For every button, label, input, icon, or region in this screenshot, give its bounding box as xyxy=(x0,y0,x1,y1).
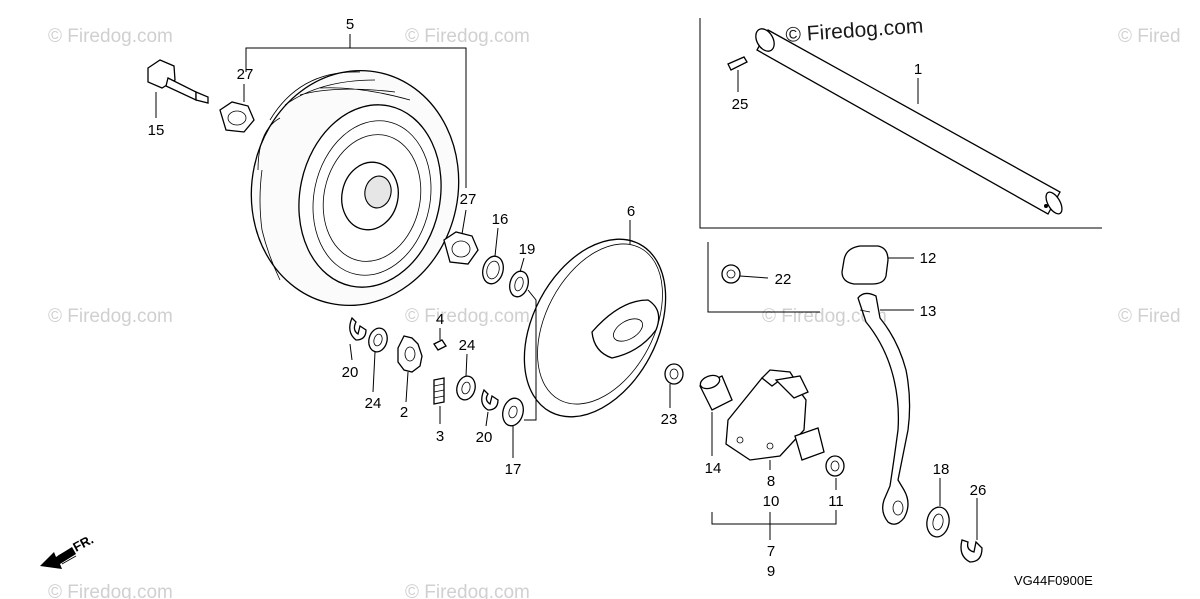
part-washer-right xyxy=(456,375,476,401)
part-bushing-22 xyxy=(721,264,741,284)
callout-8: 8 xyxy=(767,473,775,490)
leader-lines xyxy=(155,34,978,540)
front-direction-arrow: FR. xyxy=(40,532,96,569)
part-nut-upper xyxy=(219,101,255,133)
watermark: © Firedog.com xyxy=(405,582,530,599)
part-bolt xyxy=(147,59,209,104)
callout-2: 2 xyxy=(400,404,408,421)
watermark: © Fired xyxy=(1118,306,1181,327)
watermark: © Fired xyxy=(1118,26,1181,47)
part-gear xyxy=(397,335,423,373)
watermark-layer: © Firedog.com © Firedog.com © Firedog.co… xyxy=(48,26,1181,599)
part-bushing-23 xyxy=(664,363,684,385)
callout-4: 4 xyxy=(436,311,444,328)
part-pad xyxy=(841,245,889,285)
callout-3: 3 xyxy=(436,428,444,445)
callout-14: 14 xyxy=(705,460,722,477)
callout-19: 19 xyxy=(519,241,536,258)
callout-7: 7 xyxy=(767,543,775,560)
callout-24-right: 24 xyxy=(459,337,476,354)
callout-6: 6 xyxy=(627,203,635,220)
watermark: © Firedog.com xyxy=(48,306,173,327)
callout-9: 9 xyxy=(767,563,775,580)
callout-20-left: 20 xyxy=(342,364,359,381)
part-wheel xyxy=(250,69,460,307)
callout-labels: 5 27 15 27 16 19 6 1 25 12 22 13 4 24 20… xyxy=(148,16,987,580)
part-washer-18 xyxy=(926,506,950,538)
callout-11: 11 xyxy=(828,493,844,510)
callout-23: 23 xyxy=(661,411,678,428)
watermark: © Firedog.com xyxy=(48,582,173,599)
inset-frame-small xyxy=(707,242,820,313)
part-cover xyxy=(523,238,667,418)
part-bracket xyxy=(725,369,825,461)
callout-15: 15 xyxy=(148,122,165,139)
callout-10: 10 xyxy=(763,493,780,510)
part-spring xyxy=(433,377,445,405)
callout-1: 1 xyxy=(914,61,922,78)
part-washer-left xyxy=(368,327,388,353)
callout-17: 17 xyxy=(505,461,522,478)
callout-20-right: 20 xyxy=(476,429,493,446)
part-lever-arm xyxy=(857,292,911,525)
part-circlip-left xyxy=(349,316,367,341)
callout-24-left: 24 xyxy=(365,395,382,412)
inset-frame xyxy=(699,18,1102,229)
part-bushing-11 xyxy=(825,455,845,477)
part-circlip-right xyxy=(481,388,499,411)
callout-12: 12 xyxy=(920,250,937,267)
callout-27-upper: 27 xyxy=(237,66,254,83)
callout-13: 13 xyxy=(920,303,937,320)
part-circlip-26 xyxy=(960,539,983,563)
diagram-code: VG44F0900E xyxy=(1014,573,1093,588)
part-nut-lower xyxy=(443,231,479,265)
watermark: © Firedog.com xyxy=(762,306,887,327)
callout-26: 26 xyxy=(970,482,987,499)
watermark: © Firedog.com xyxy=(405,306,530,327)
callout-16: 16 xyxy=(492,211,509,228)
callout-5: 5 xyxy=(346,16,354,33)
part-ring xyxy=(482,255,504,285)
watermark: © Firedog.com xyxy=(48,26,173,47)
part-shaft xyxy=(755,28,1063,215)
part-washer xyxy=(509,270,529,298)
part-pin xyxy=(727,56,748,71)
callout-18: 18 xyxy=(933,461,950,478)
inset-watermark: © Firedog.com xyxy=(785,14,924,47)
part-washer-17 xyxy=(502,397,524,427)
part-key xyxy=(433,339,447,351)
callout-25: 25 xyxy=(732,96,749,113)
callout-27-lower: 27 xyxy=(460,191,477,208)
part-sleeve xyxy=(699,374,733,411)
callout-22: 22 xyxy=(775,271,792,288)
watermark: © Firedog.com xyxy=(405,26,530,47)
